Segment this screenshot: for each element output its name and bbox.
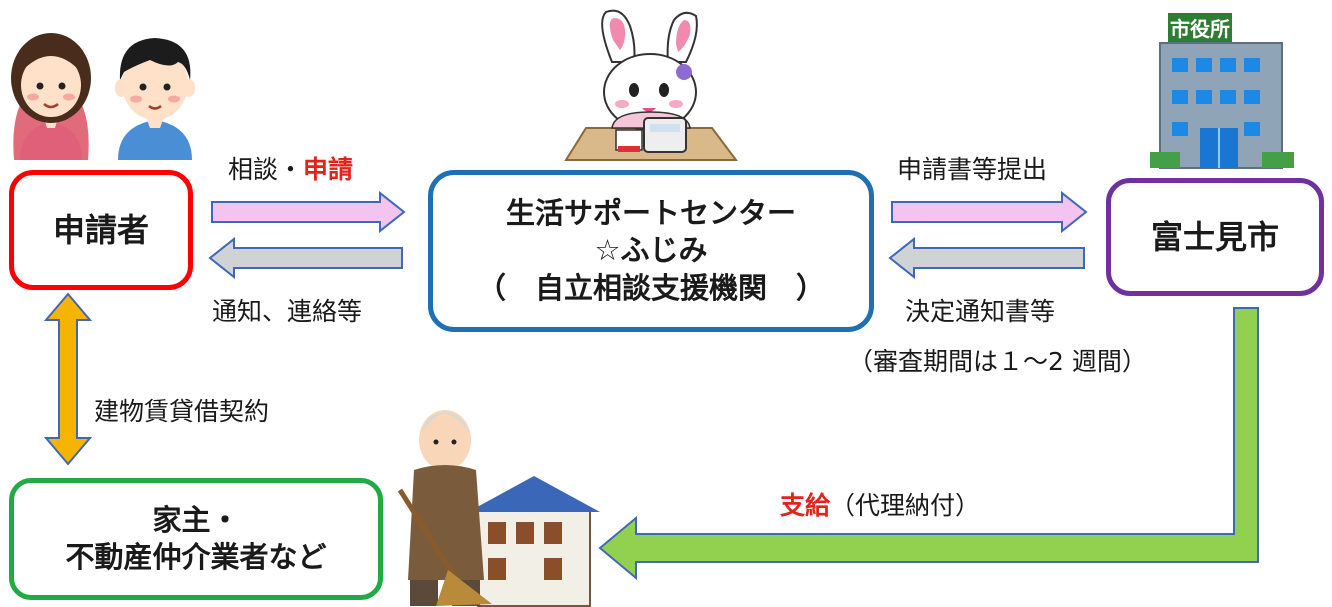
consult-label: 相談・申請 [228, 150, 353, 186]
arrow-decision-reply [888, 236, 1085, 280]
center-org-type: （ 自立相談支援機関 ） [476, 270, 825, 305]
center-subname: ☆ふじみ [594, 233, 708, 268]
landlord-box: 家主・ 不動産仲介業者など [9, 478, 383, 600]
landlord-label-line1: 家主・ [152, 502, 240, 537]
city-label: 富士見市 [1150, 217, 1279, 256]
city-box: 富士見市 [1106, 178, 1324, 296]
review-period-label: （審査期間は１～2 週間） [848, 347, 1147, 376]
landlord-label-line2: 不動産仲介業者など [65, 540, 327, 574]
notify-label: 通知、連絡等 [212, 297, 363, 326]
decision-label: 決定通知書等 [905, 297, 1056, 326]
payment-suffix: （代理納付） [830, 491, 981, 520]
arrow-notify-reply [208, 236, 403, 280]
rabbit-mascot-icon [564, 9, 738, 161]
consult-highlight: 申請 [303, 155, 354, 184]
center-box: 生活サポートセンター ☆ふじみ （ 自立相談支援機関 ） [428, 170, 874, 332]
arrow-contract [43, 292, 93, 466]
arrow-submit-request [891, 190, 1088, 234]
city-hall-sign: 市役所 [1170, 17, 1230, 41]
center-name: 生活サポートセンター [505, 196, 796, 231]
payment-highlight: 支給 [780, 491, 831, 520]
applicant-box: 申請者 [9, 170, 193, 290]
city-hall-icon: 市役所 [1150, 13, 1294, 169]
arrow-consult-request [211, 190, 406, 234]
arrow-payment [598, 307, 1259, 581]
consult-prefix: 相談・ [228, 155, 304, 184]
applicant-label: 申請者 [52, 210, 149, 249]
landlord-house-icon [397, 410, 600, 607]
contract-label: 建物賃貸借契約 [94, 397, 270, 426]
payment-label: 支給（代理納付） [780, 486, 980, 522]
submit-label: 申請書等提出 [897, 155, 1048, 184]
couple-icon [11, 33, 195, 160]
